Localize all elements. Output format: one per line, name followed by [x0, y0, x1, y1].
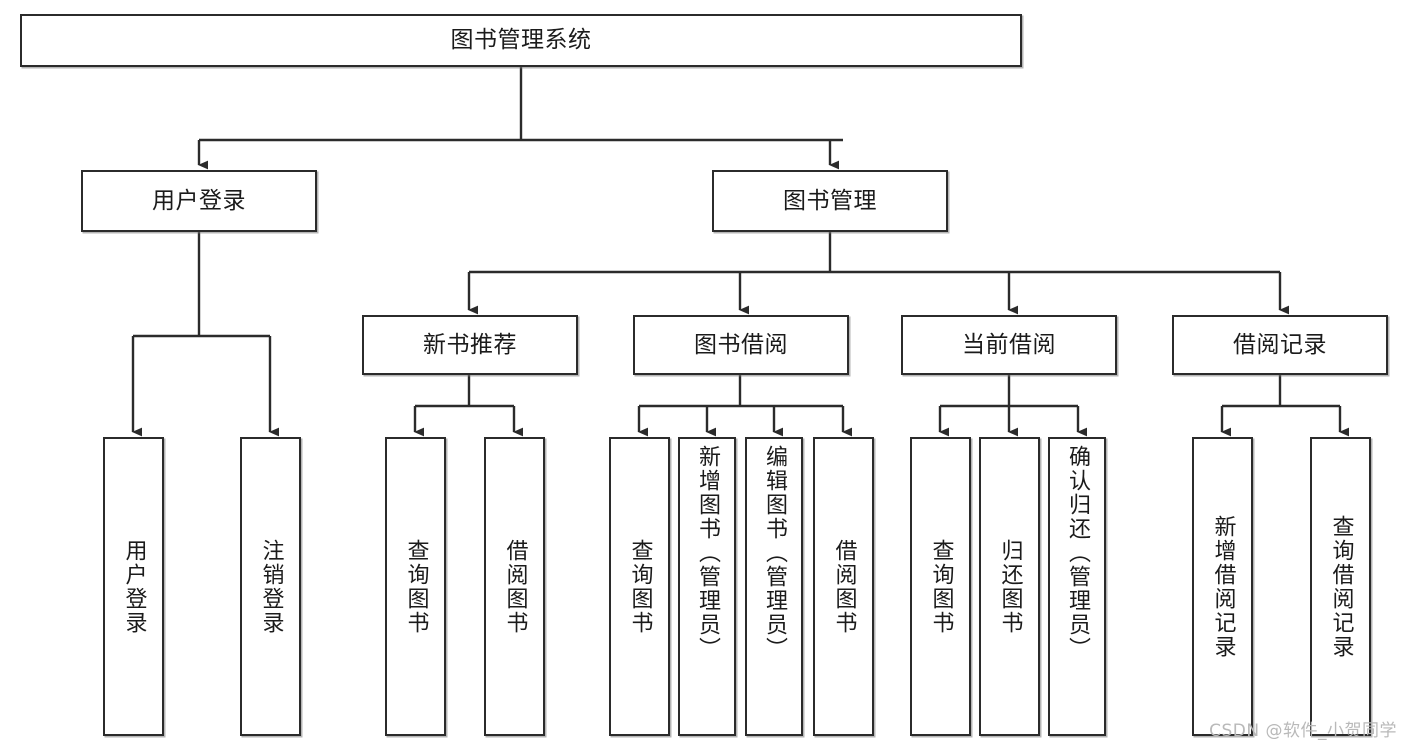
node-leaf-rec-query-label: 查询图书 — [403, 538, 429, 635]
node-root-label: 图书管理系统 — [450, 27, 592, 54]
node-leaf-bb-query[interactable]: 查询图书 — [609, 437, 670, 736]
node-root[interactable]: 图书管理系统 — [20, 14, 1022, 67]
node-leaf-cb-confirm-label: 确认归还（管理员） — [1065, 445, 1090, 661]
node-borrow-record-label: 借阅记录 — [1233, 331, 1327, 358]
node-book-borrow[interactable]: 图书借阅 — [633, 315, 849, 375]
node-leaf-br-query-label: 查询借阅记录 — [1328, 514, 1354, 659]
node-leaf-user-login-label: 用户登录 — [121, 538, 147, 635]
node-leaf-bb-edit[interactable]: 编辑图书（管理员） — [745, 437, 803, 736]
node-leaf-bb-add-label: 新增图书（管理员） — [695, 445, 720, 661]
node-leaf-rec-query[interactable]: 查询图书 — [385, 437, 446, 736]
node-leaf-bb-add[interactable]: 新增图书（管理员） — [678, 437, 736, 736]
node-new-book-rec[interactable]: 新书推荐 — [362, 315, 578, 375]
node-current-borrow-label: 当前借阅 — [962, 331, 1056, 358]
node-leaf-rec-borrow-label: 借阅图书 — [502, 538, 528, 635]
node-current-borrow[interactable]: 当前借阅 — [901, 315, 1117, 375]
node-leaf-cb-query[interactable]: 查询图书 — [910, 437, 971, 736]
node-leaf-rec-borrow[interactable]: 借阅图书 — [484, 437, 545, 736]
node-book-borrow-label: 图书借阅 — [694, 331, 788, 358]
node-leaf-cb-confirm[interactable]: 确认归还（管理员） — [1048, 437, 1106, 736]
node-user-login[interactable]: 用户登录 — [81, 170, 317, 232]
node-leaf-logout[interactable]: 注销登录 — [240, 437, 301, 736]
node-book-management[interactable]: 图书管理 — [712, 170, 948, 232]
csdn-watermark: CSDN @软件_小贺同学 — [1209, 721, 1397, 741]
node-leaf-bb-borrow-label: 借阅图书 — [831, 538, 857, 635]
node-leaf-user-login[interactable]: 用户登录 — [103, 437, 164, 736]
node-leaf-logout-label: 注销登录 — [258, 538, 284, 635]
node-leaf-bb-edit-label: 编辑图书（管理员） — [762, 445, 787, 661]
node-leaf-br-add[interactable]: 新增借阅记录 — [1192, 437, 1253, 736]
node-leaf-br-query[interactable]: 查询借阅记录 — [1310, 437, 1371, 736]
node-leaf-bb-borrow[interactable]: 借阅图书 — [813, 437, 874, 736]
node-leaf-br-add-label: 新增借阅记录 — [1210, 514, 1236, 659]
node-book-management-label: 图书管理 — [783, 187, 877, 214]
node-leaf-bb-query-label: 查询图书 — [627, 538, 653, 635]
node-leaf-cb-query-label: 查询图书 — [928, 538, 954, 635]
node-leaf-cb-return[interactable]: 归还图书 — [979, 437, 1040, 736]
node-borrow-record[interactable]: 借阅记录 — [1172, 315, 1388, 375]
node-new-book-rec-label: 新书推荐 — [423, 331, 517, 358]
node-user-login-label: 用户登录 — [152, 187, 246, 214]
node-leaf-cb-return-label: 归还图书 — [997, 538, 1023, 635]
